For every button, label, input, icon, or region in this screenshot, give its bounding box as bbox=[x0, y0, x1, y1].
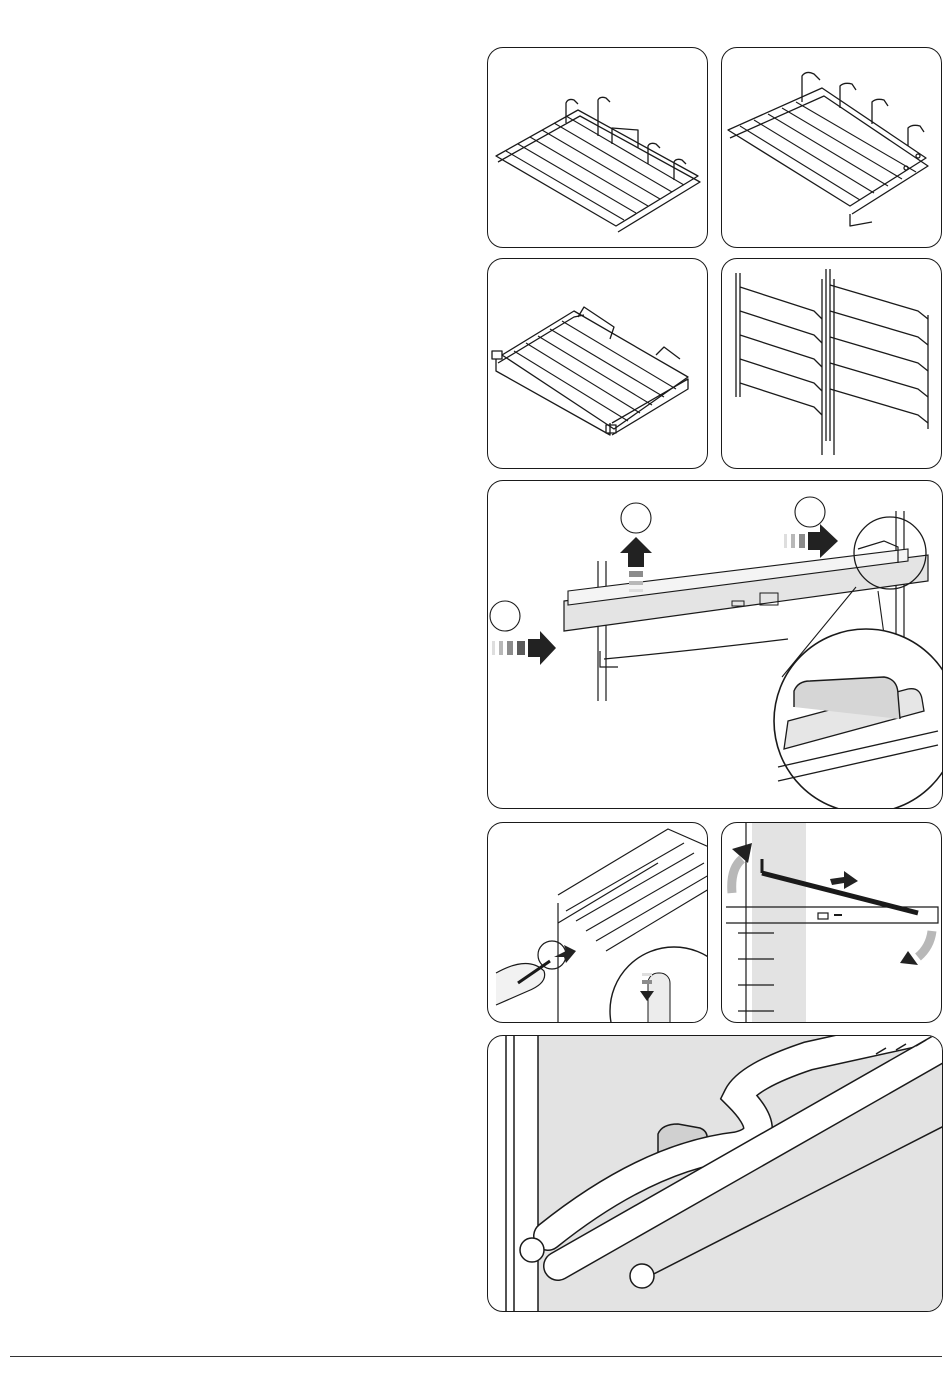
figure-side-rails bbox=[721, 258, 942, 469]
figure-wire-rack-b bbox=[721, 47, 942, 248]
magnifier-detail-icon bbox=[488, 1036, 943, 1312]
assembly-step-icon bbox=[488, 481, 943, 809]
wire-rack-icon bbox=[722, 48, 942, 248]
figure-pull-out-rack bbox=[487, 258, 708, 469]
shelf-support-icon bbox=[722, 259, 942, 469]
wire-rack-icon bbox=[488, 48, 708, 248]
figure-rail-release-screwdriver bbox=[487, 822, 708, 1023]
arrow-curve-up-icon bbox=[732, 843, 752, 893]
arrow-right-icon bbox=[492, 631, 556, 665]
footer-rule bbox=[10, 1356, 942, 1357]
lever-icon bbox=[722, 823, 942, 1023]
figure-rail-install-steps bbox=[487, 480, 943, 809]
figure-rail-lever-removal bbox=[721, 822, 942, 1023]
screwdriver-icon bbox=[488, 823, 708, 1023]
arrow-right-icon bbox=[784, 524, 838, 558]
figure-wire-rack-a bbox=[487, 47, 708, 248]
figure-rail-clip-closeup bbox=[487, 1035, 943, 1312]
telescopic-rack-icon bbox=[488, 259, 708, 469]
arrow-curve-down-icon bbox=[900, 931, 932, 965]
